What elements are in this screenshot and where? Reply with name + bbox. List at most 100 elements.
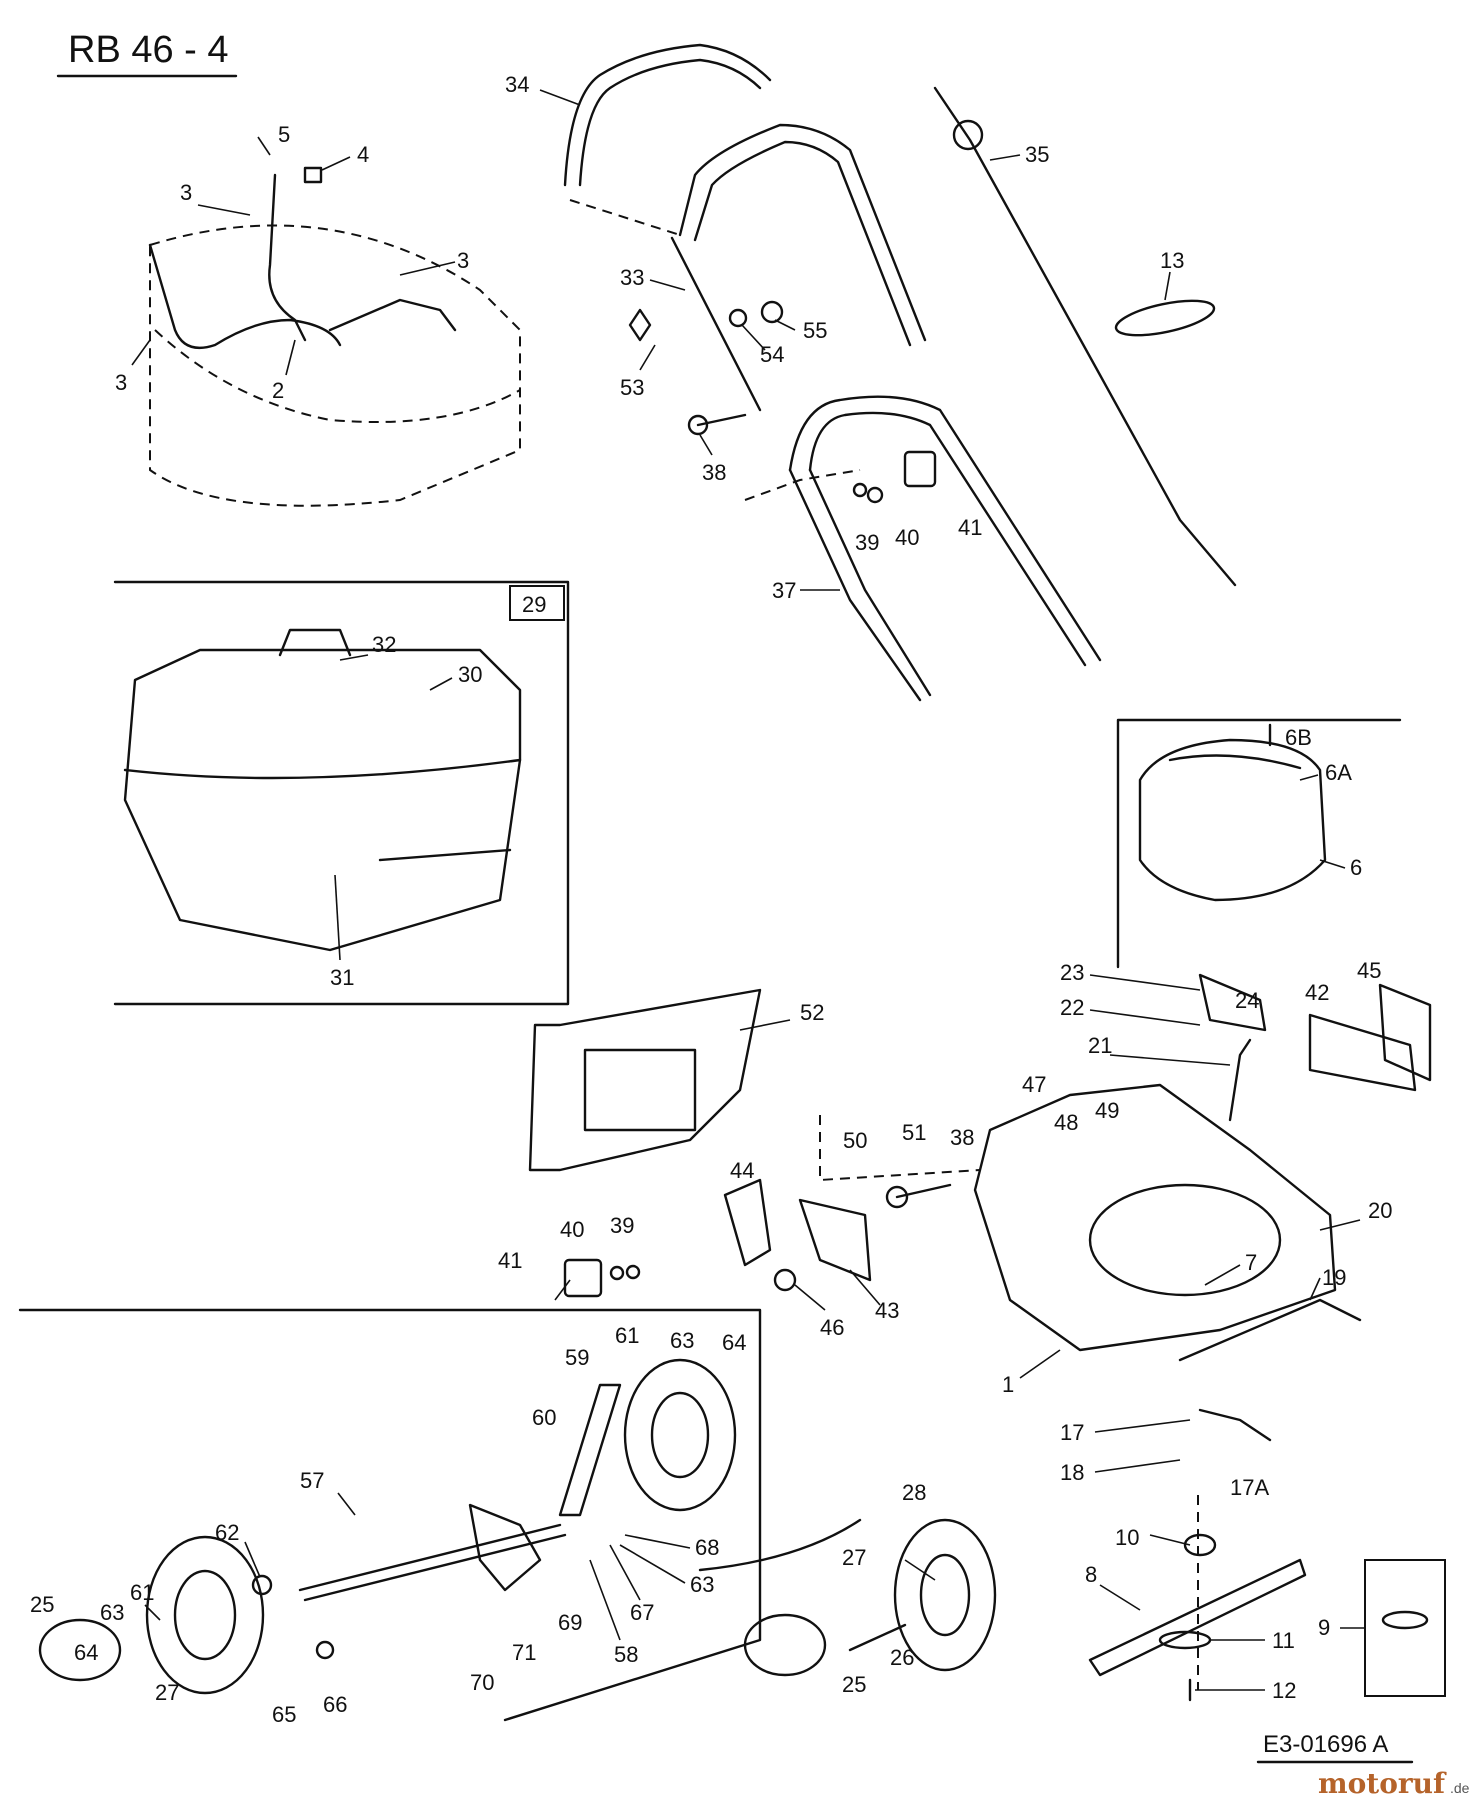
part-29-box	[509, 585, 565, 621]
leader-63b	[619, 1544, 686, 1584]
leader-53	[639, 344, 656, 371]
diagram-title: RB 46 - 4	[68, 29, 229, 71]
bolt-38-shaft	[696, 413, 747, 427]
leader-7	[1204, 1264, 1241, 1286]
label-part-3b: 3	[457, 248, 469, 273]
leader-33	[649, 279, 686, 291]
hubcap-25-right	[743, 1613, 827, 1677]
label-part-49: 49	[1095, 1098, 1119, 1123]
leader-10	[1149, 1534, 1191, 1546]
cable-lever	[952, 119, 984, 151]
label-part-37: 37	[772, 578, 796, 603]
wheel-61-right-hub	[650, 1391, 710, 1479]
washer-39-lower	[625, 1264, 641, 1280]
rear-flap-group	[528, 988, 762, 1172]
knob-41	[903, 450, 937, 488]
label-part-1: 1	[1002, 1372, 1014, 1397]
bolt-38	[687, 414, 709, 436]
axle-assembly-frame	[18, 1308, 762, 1722]
label-part-6a: 6A	[1325, 760, 1352, 785]
leader-43	[849, 1269, 881, 1306]
lower-handle-37-inner	[808, 468, 932, 697]
deflector-bracket	[328, 298, 457, 332]
leader-21	[1109, 1054, 1231, 1066]
blade-adapter-kit-9	[1381, 1610, 1429, 1630]
washer-66	[315, 1640, 335, 1660]
leader-46	[794, 1284, 826, 1311]
wheel-61-right	[623, 1358, 737, 1512]
bracket-43	[798, 1198, 872, 1282]
spacer-62	[251, 1574, 273, 1596]
label-part-6b: 6B	[1285, 725, 1312, 750]
label-part-39b: 39	[610, 1213, 634, 1238]
label-part-57: 57	[300, 1468, 324, 1493]
rear-wheel-group	[698, 1518, 997, 1672]
leader-18	[1094, 1459, 1181, 1473]
leader-20	[1319, 1219, 1361, 1231]
throttle-cable-35	[933, 86, 1237, 587]
label-part-42: 42	[1305, 980, 1329, 1005]
wheel-61-left	[145, 1535, 265, 1695]
bolt-46	[773, 1268, 797, 1292]
grass-catcher-group	[113, 580, 570, 1006]
leader-32	[339, 654, 369, 661]
label-part-29: 29	[522, 592, 546, 617]
label-part-64b: 64	[74, 1640, 98, 1665]
label-part-41b: 41	[498, 1248, 522, 1273]
engine-frame	[1116, 718, 1402, 969]
engine-group	[1116, 718, 1402, 969]
catcher-bar	[378, 848, 512, 862]
bracket-group	[563, 1115, 981, 1298]
leader-17	[1094, 1419, 1191, 1433]
label-part-25a: 25	[30, 1592, 54, 1617]
leader-23	[1089, 974, 1201, 991]
height-lever-59	[558, 1383, 622, 1517]
label-part-61a: 61	[615, 1323, 639, 1348]
deck-cutting-chamber	[1088, 1183, 1282, 1297]
engine-6	[1138, 738, 1327, 902]
bolt-part-4	[303, 166, 323, 184]
leader-1	[1019, 1349, 1061, 1379]
label-part-12: 12	[1272, 1678, 1296, 1703]
leader-30	[429, 677, 453, 691]
label-part-71: 71	[512, 1640, 536, 1665]
bracket-42	[1308, 1013, 1417, 1092]
label-part-17: 17	[1060, 1420, 1084, 1445]
label-part-6: 6	[1350, 855, 1362, 880]
label-part-46: 46	[820, 1315, 844, 1340]
label-part-2: 2	[272, 378, 284, 403]
label-part-26: 26	[890, 1645, 914, 1670]
label-part-19: 19	[1322, 1265, 1346, 1290]
leader-3c	[131, 339, 151, 366]
rear-flap-52	[528, 988, 762, 1172]
label-part-68: 68	[695, 1535, 719, 1560]
clamp-53	[628, 308, 652, 342]
pivot-17	[1198, 1408, 1272, 1442]
leader-57	[337, 1492, 356, 1516]
leader-3b	[399, 261, 456, 276]
label-part-5: 5	[278, 122, 290, 147]
label-part-62: 62	[215, 1520, 239, 1545]
hubcap-25-left	[38, 1618, 122, 1682]
leader-58	[589, 1559, 621, 1641]
label-part-52: 52	[800, 1000, 824, 1025]
label-part-4: 4	[357, 142, 369, 167]
label-part-13: 13	[1160, 248, 1184, 273]
lever-plate-23	[1198, 973, 1267, 1032]
deflector-flap	[268, 173, 307, 342]
label-part-60: 60	[532, 1405, 556, 1430]
bracket-44	[723, 1178, 772, 1267]
leader-13	[1164, 271, 1171, 301]
washer-40	[866, 486, 884, 504]
label-part-67: 67	[630, 1600, 654, 1625]
grass-catcher-rim	[123, 758, 522, 780]
bolt-26	[848, 1623, 907, 1652]
washer-39	[852, 482, 868, 498]
label-part-3a: 3	[180, 180, 192, 205]
washer-54	[728, 308, 748, 328]
label-part-64a: 64	[722, 1330, 746, 1355]
leader-61b	[144, 1604, 161, 1621]
handle-frame-outer	[788, 395, 1102, 662]
label-part-25b: 25	[842, 1672, 866, 1697]
bolt-38-lower	[895, 1183, 952, 1199]
